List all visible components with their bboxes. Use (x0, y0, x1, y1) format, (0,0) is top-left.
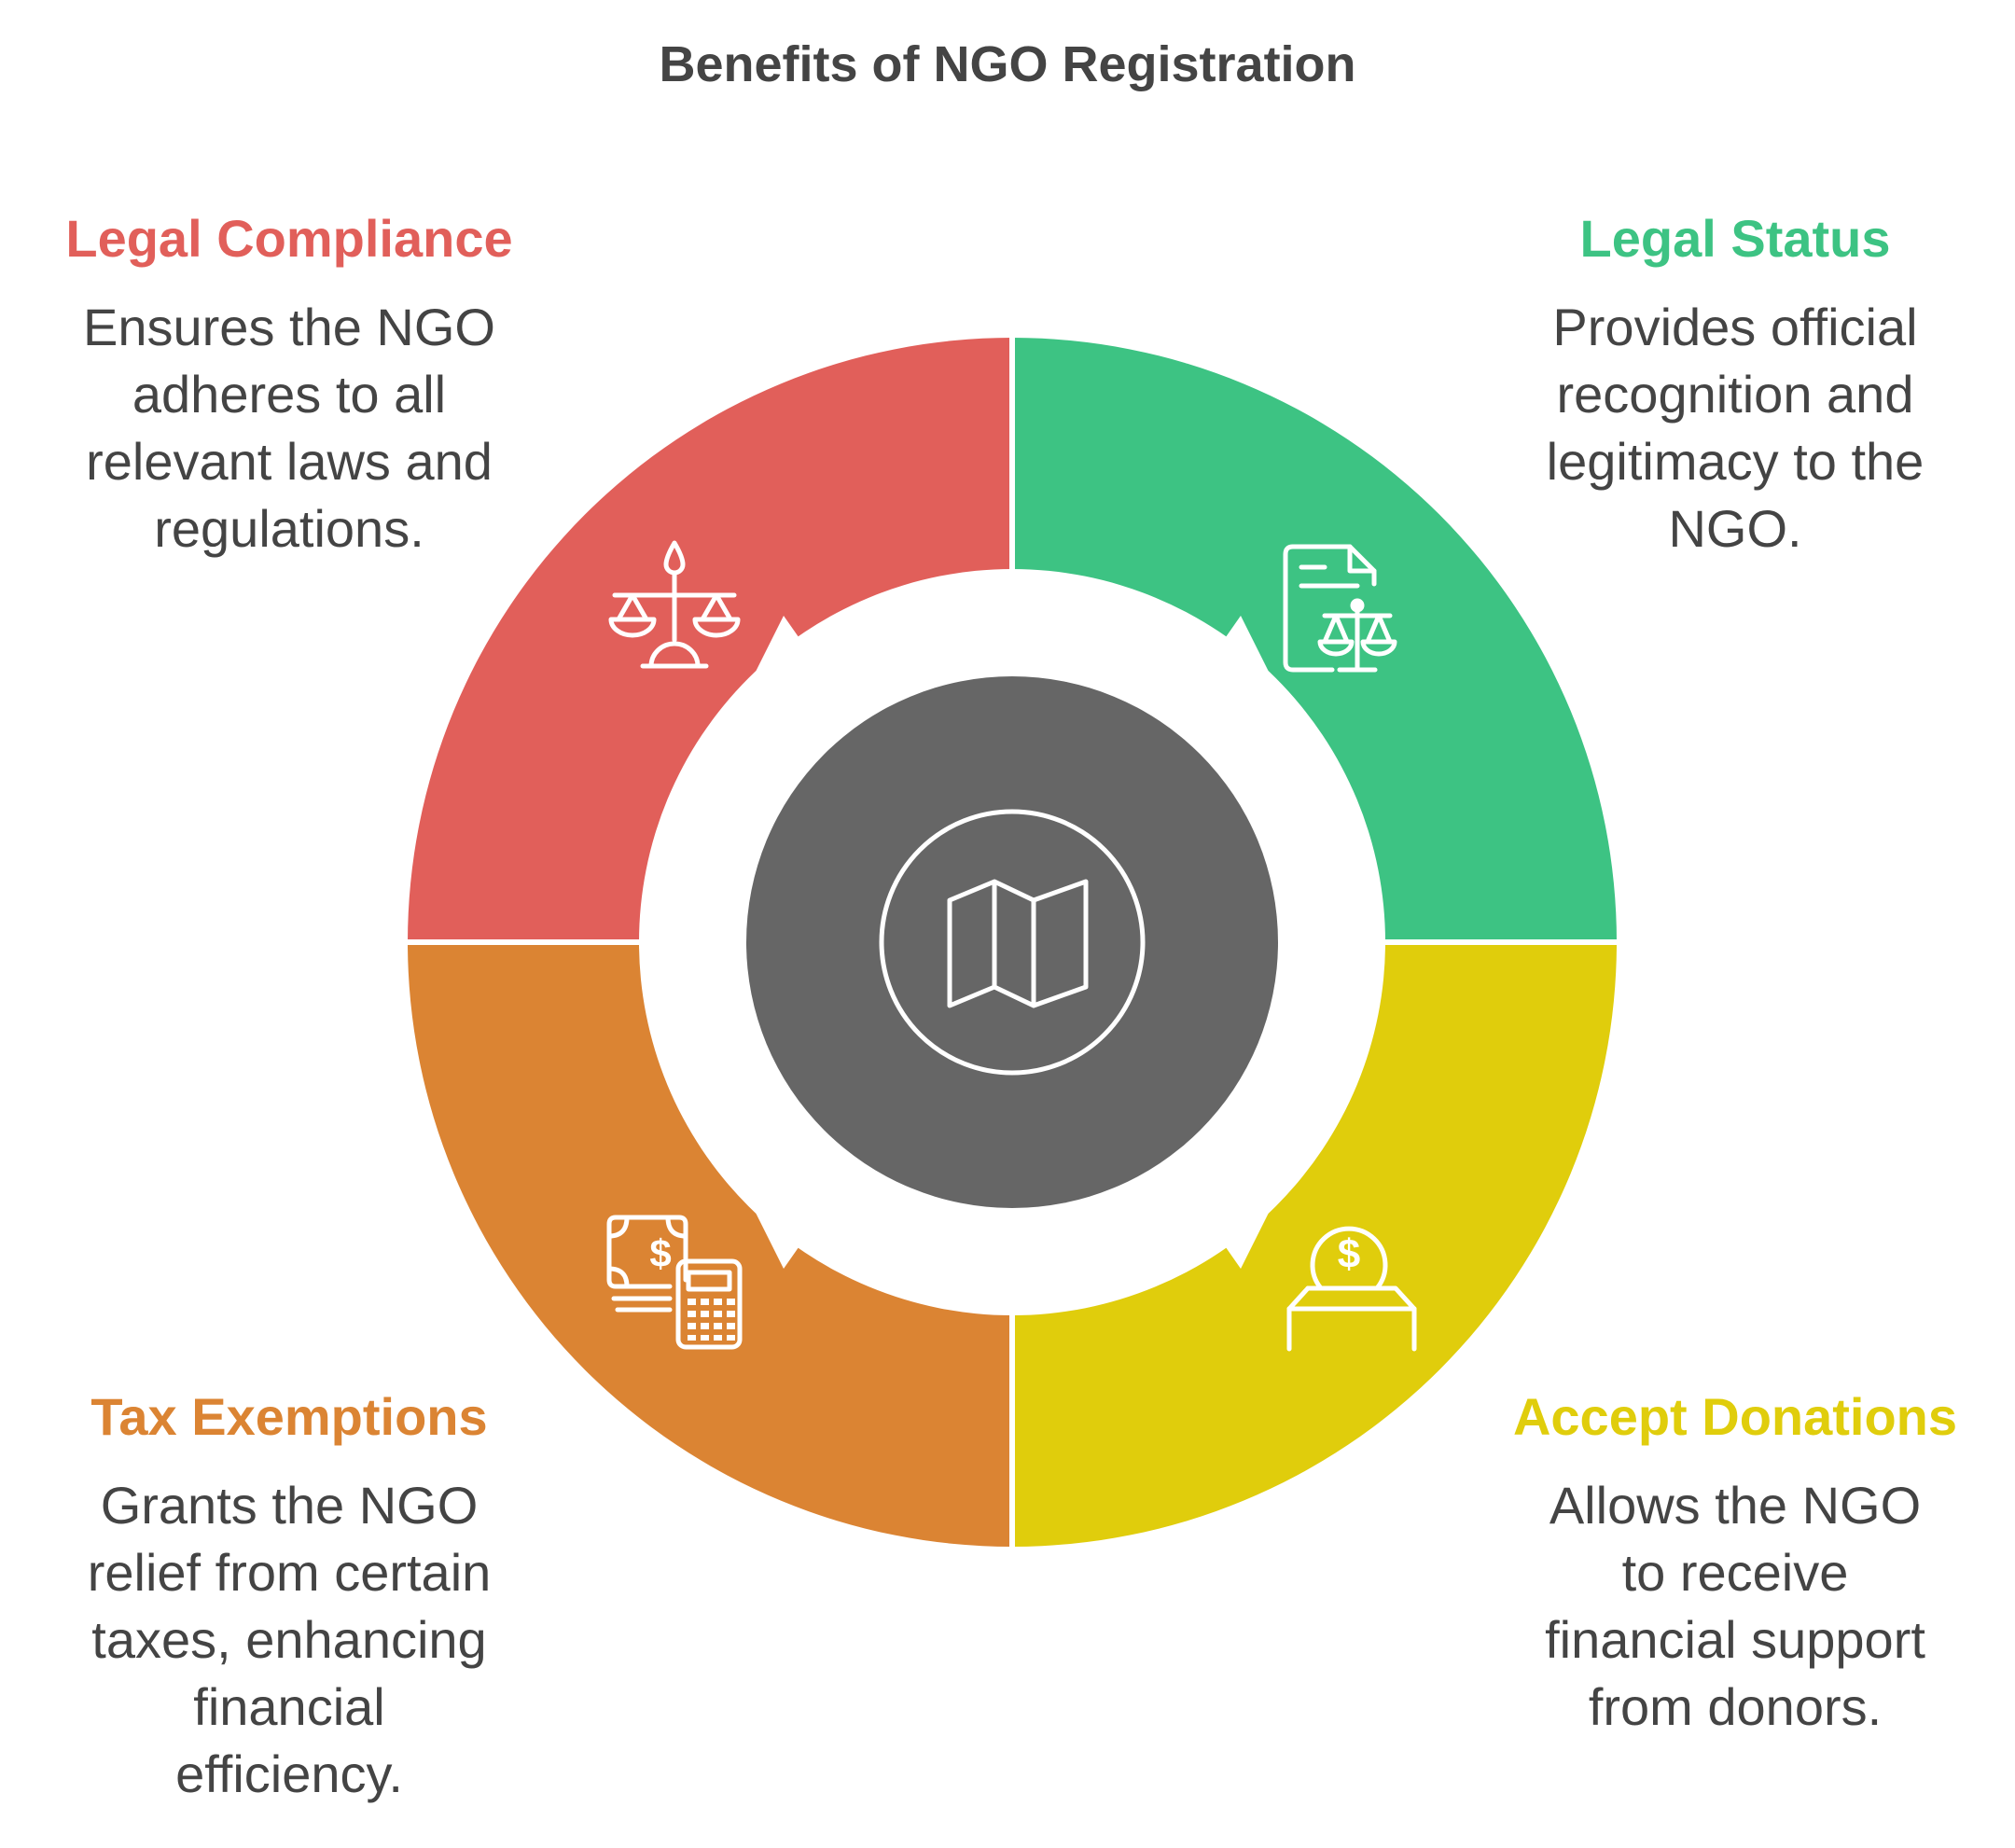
benefit-heading: Legal Status (1579, 209, 1891, 268)
benefit-heading: Tax Exemptions (90, 1387, 488, 1446)
benefit-legal-status: Legal Status Provides official recogniti… (1455, 207, 2015, 563)
segment-tax-exemptions (408, 942, 1012, 1547)
svg-text:$: $ (649, 1231, 671, 1275)
money-calculator-icon: $ (606, 1215, 743, 1350)
segment-legal-status (1012, 338, 1617, 942)
benefit-tax-exemptions: Tax Exemptions Grants the NGO relief fro… (0, 1385, 578, 1808)
scales-icon (608, 540, 741, 669)
center-hub-ring (879, 809, 1146, 1076)
map-icon (947, 879, 1089, 1008)
page-title: Benefits of NGO Registration (659, 36, 1356, 92)
segment-accept-donations (1012, 942, 1617, 1547)
benefit-description: Allows the NGO to receive financial supp… (1545, 1476, 1925, 1737)
segment-legal-compliance (408, 338, 1012, 942)
benefit-legal-compliance: Legal Compliance Ensures the NGO adheres… (0, 207, 578, 563)
benefit-description: Ensures the NGO adheres to all relevant … (83, 298, 495, 559)
benefit-description: Grants the NGO relief from certain taxes… (87, 1476, 492, 1804)
benefit-accept-donations: Accept Donations Allows the NGO to recei… (1455, 1385, 2015, 1741)
center-hub (746, 676, 1278, 1208)
svg-text:$: $ (1338, 1231, 1360, 1277)
document-scales-icon (1283, 544, 1397, 673)
diagonal-connectors (718, 616, 1306, 1269)
benefit-heading: Legal Compliance (65, 209, 513, 268)
benefit-heading: Accept Donations (1512, 1387, 1958, 1446)
benefit-description: Provides official recognition and legiti… (1546, 298, 1925, 559)
donation-box-icon: $ (1286, 1226, 1417, 1352)
